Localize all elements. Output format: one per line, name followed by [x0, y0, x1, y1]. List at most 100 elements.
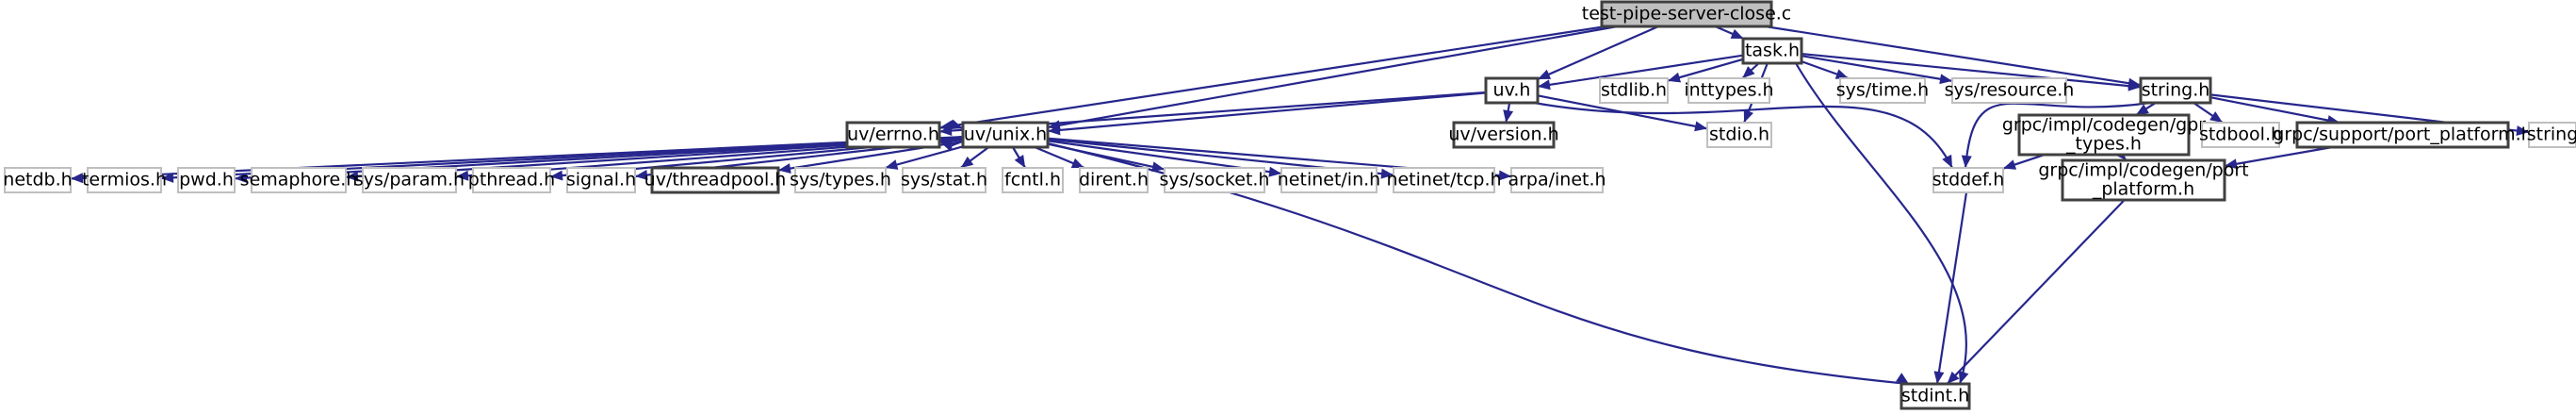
graph-node-uvunix[interactable]: uv/unix.h — [961, 121, 1050, 149]
graph-node-syssocket[interactable]: sys/socket.h — [1160, 167, 1270, 193]
graph-node-uvversion[interactable]: uv/version.h — [1448, 121, 1559, 149]
graph-node-stdint[interactable]: stdint.h — [1899, 382, 1971, 410]
graph-node-sysresource[interactable]: sys/resource.h — [1945, 77, 2075, 104]
edge-arrowhead — [1743, 108, 1753, 123]
node-box[interactable] — [1600, 0, 1773, 28]
edge-arrowhead — [1070, 158, 1084, 169]
node-box[interactable] — [2139, 76, 2212, 105]
node-box[interactable] — [4, 167, 72, 193]
node-label: sys/time.h — [1836, 80, 1929, 101]
node-label: pwd.h — [179, 170, 234, 191]
graph-node-uvh[interactable]: uv.h — [1484, 76, 1540, 105]
node-box[interactable] — [2528, 122, 2576, 148]
edge-arrowhead — [1538, 79, 1551, 91]
graph-node-pthread[interactable]: pthread.h — [468, 167, 555, 193]
node-box[interactable] — [1951, 77, 2067, 104]
dependency-edge — [1795, 62, 1967, 385]
graph-node-arpainet[interactable]: arpa/inet.h — [1508, 167, 1606, 193]
node-box[interactable] — [1741, 37, 1803, 65]
node-box[interactable] — [1484, 76, 1540, 105]
node-box[interactable] — [1393, 167, 1495, 193]
node-box[interactable] — [2061, 158, 2226, 202]
graph-node-stdlib[interactable]: stdlib.h — [1599, 77, 1669, 104]
node-box[interactable] — [566, 167, 636, 193]
node-box[interactable] — [650, 166, 780, 194]
edge-arrowhead — [1380, 168, 1394, 179]
graph-node-fcntl[interactable]: fcntl.h — [1002, 167, 1064, 193]
graph-node-gpr_types[interactable]: grpc/impl/codegen/gpr_types.h — [2002, 113, 2206, 157]
graph-node-netinettcp[interactable]: netinet/tcp.h — [1386, 167, 1502, 193]
edge-arrowhead — [346, 171, 359, 182]
graph-node-netinetin[interactable]: netinet/in.h — [1278, 167, 1380, 193]
node-box[interactable] — [1599, 77, 1669, 104]
graph-node-semaphore[interactable]: semaphore.h — [240, 167, 358, 193]
node-label: termios.h — [82, 170, 167, 191]
dependency-edge — [1047, 25, 1618, 129]
node-label: test-pipe-server-close.c — [1582, 4, 1792, 25]
node-label: uv/unix.h — [964, 124, 1047, 145]
graph-node-grpcsupport[interactable]: grpc/support/port_platform.h — [2273, 121, 2533, 149]
edge-arrowhead — [1151, 161, 1165, 173]
node-box[interactable] — [251, 167, 347, 193]
dependency-edge — [938, 25, 1606, 129]
node-box[interactable] — [902, 167, 986, 193]
node-label: uv/errno.h — [847, 124, 939, 145]
edge-arrowhead — [2209, 111, 2223, 123]
node-label: netdb.h — [3, 170, 72, 191]
edge-arrowhead — [1961, 155, 1972, 168]
node-layer: test-pipe-server-close.c task.h uv.h stdlib… — [3, 0, 2576, 410]
graph-node-uvthreadpool[interactable]: uv/threadpool.h — [644, 166, 787, 194]
node-box[interactable] — [1687, 77, 1770, 104]
node-box[interactable] — [1899, 382, 1971, 410]
node-box[interactable] — [1452, 121, 1556, 149]
graph-node-inttypes[interactable]: inttypes.h — [1684, 77, 1774, 104]
graph-node-stdio[interactable]: stdio.h — [1706, 122, 1772, 148]
node-box[interactable] — [1079, 167, 1149, 193]
node-box[interactable] — [1164, 167, 1265, 193]
edge-arrowhead — [1014, 155, 1026, 168]
node-box[interactable] — [1839, 77, 1926, 104]
graph-node-root[interactable]: test-pipe-server-close.c — [1582, 0, 1792, 28]
graph-node-signal[interactable]: signal.h — [566, 167, 636, 193]
dependency-edge — [1667, 58, 1744, 82]
node-box[interactable] — [1932, 167, 2004, 193]
dependency-edge — [1765, 25, 2142, 87]
dependency-edge — [1801, 52, 2142, 89]
node-label: stdio.h — [1709, 124, 1769, 145]
node-box[interactable] — [794, 167, 887, 193]
node-box[interactable] — [362, 167, 457, 193]
graph-node-pwd[interactable]: pwd.h — [177, 167, 236, 193]
graph-node-uverrno[interactable]: uv/errno.h — [845, 121, 941, 149]
graph-node-systypes[interactable]: sys/types.h — [790, 167, 891, 193]
graph-node-string_h[interactable]: string.h — [2139, 76, 2212, 105]
graph-node-stddef[interactable]: stddef.h — [1932, 167, 2005, 193]
node-label: sys/types.h — [790, 170, 891, 191]
edge-arrowhead — [1958, 370, 1969, 384]
graph-node-port_platform[interactable]: grpc/impl/codegen/port_platform.h — [2038, 158, 2249, 202]
node-box[interactable] — [1002, 167, 1064, 193]
graph-node-systime[interactable]: sys/time.h — [1836, 77, 1929, 104]
node-box[interactable] — [1280, 167, 1378, 193]
node-box[interactable] — [87, 167, 162, 193]
node-box[interactable] — [177, 167, 236, 193]
node-box[interactable] — [961, 121, 1050, 149]
graph-node-sysstat[interactable]: sys/stat.h — [901, 167, 987, 193]
node-box[interactable] — [1510, 167, 1604, 193]
graph-node-string_cpp[interactable]: string — [2527, 122, 2576, 148]
graph-node-sysparam[interactable]: sys/param.h — [354, 167, 465, 193]
graph-node-stdbool[interactable]: stdbool.h — [2199, 122, 2282, 148]
graph-node-netdb[interactable]: netdb.h — [3, 167, 73, 193]
graph-node-termios[interactable]: termios.h — [82, 167, 167, 193]
node-box[interactable] — [2201, 122, 2280, 148]
node-box[interactable] — [2295, 121, 2510, 149]
graph-node-dirent[interactable]: dirent.h — [1079, 167, 1149, 193]
node-label: stdlib.h — [1601, 80, 1667, 101]
edge-arrowhead — [1834, 69, 1849, 79]
node-box[interactable] — [845, 121, 941, 149]
node-label: netinet/in.h — [1278, 170, 1380, 191]
node-box[interactable] — [472, 167, 551, 193]
node-box[interactable] — [2017, 113, 2191, 157]
graph-node-task[interactable]: task.h — [1741, 37, 1803, 65]
node-box[interactable] — [1706, 122, 1772, 148]
